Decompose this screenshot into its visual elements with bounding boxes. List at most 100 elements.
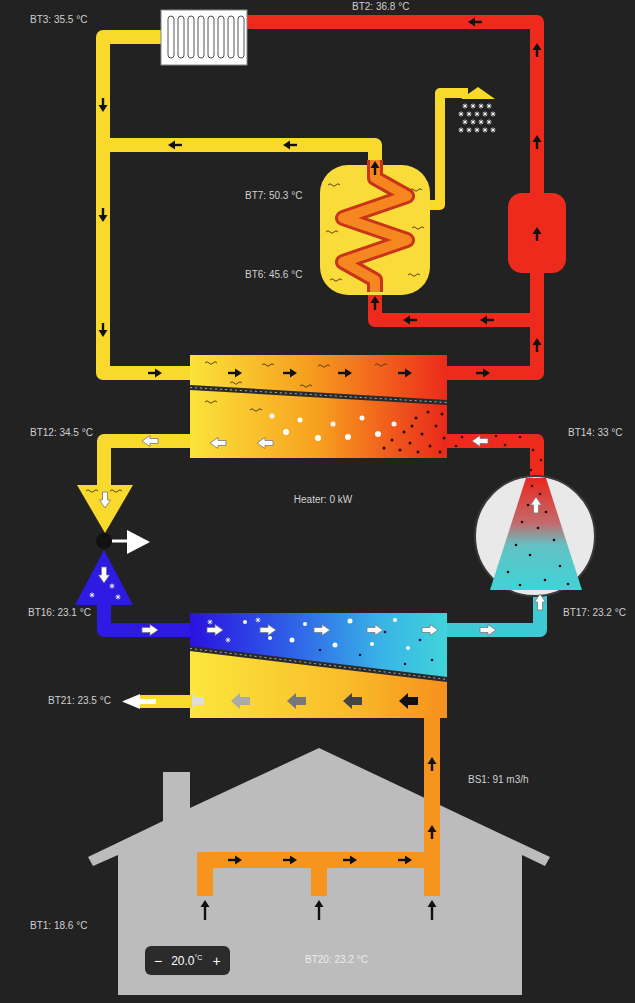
condenser: [398, 369, 412, 378]
hot-water-tank: [408, 274, 420, 277]
evaporator: [422, 625, 438, 636]
exhaust-air-outlet: [122, 694, 156, 709]
condenser: [338, 369, 352, 378]
expansion-valve: [110, 584, 115, 589]
shower-head: [471, 120, 476, 125]
condenser: [190, 388, 447, 403]
shower-head: [487, 120, 492, 125]
evaporator: [319, 649, 322, 652]
shower-head: [463, 120, 468, 125]
evaporator: [185, 613, 447, 718]
compressor: [544, 579, 547, 582]
condenser: [345, 434, 351, 440]
hot-water-tank: [343, 160, 407, 292]
evaporator: [319, 631, 434, 666]
evaporator: [207, 625, 223, 636]
shower-head: [475, 112, 480, 117]
compressor: [535, 594, 546, 610]
air-duct: [311, 852, 327, 896]
hot-water-tank: [412, 227, 424, 230]
compressor: [142, 436, 158, 447]
condenser: [415, 417, 418, 420]
condenser: [283, 429, 289, 435]
compressor: [521, 521, 524, 524]
evaporator: [243, 618, 410, 650]
compressor: [515, 544, 518, 547]
decrease-button: −: [154, 953, 162, 969]
evaporator: [268, 636, 272, 640]
condenser: [205, 362, 217, 365]
condenser: [257, 438, 273, 449]
air-arrows: [228, 856, 242, 865]
sensor-label: BT1: 18.6 °C: [30, 920, 87, 932]
condenser: [392, 422, 397, 427]
sensor-label: BS1: 91 m3/h: [468, 774, 529, 786]
radiator: [208, 16, 214, 58]
shower-head: [459, 128, 464, 133]
air-arrows: [428, 825, 437, 839]
air-arrows: [318, 906, 320, 920]
flow-arrows: [371, 161, 380, 175]
expansion-valve: [112, 540, 128, 543]
flow-arrows: [403, 316, 417, 325]
compressor: [519, 584, 522, 587]
sensor-label: BT2: 36.8 °C: [352, 1, 409, 13]
house-outline: [88, 716, 550, 995]
radiator: [178, 16, 184, 58]
condenser: [375, 364, 387, 367]
sensor-label: BT7: 50.3 °C: [245, 190, 302, 202]
shower-head: [479, 120, 484, 125]
evaporator: [384, 631, 387, 634]
expansion-valve: [100, 492, 111, 508]
air-arrows: [343, 856, 357, 865]
sensor-label: BT12: 34.5 °C: [30, 427, 93, 439]
buffer-tank: [508, 193, 566, 273]
compressor: [142, 625, 158, 636]
condenser: [399, 449, 402, 452]
air-arrows: [283, 856, 297, 865]
shower-head: [491, 112, 496, 117]
air-arrows: [204, 906, 206, 920]
shower-head: [471, 104, 476, 109]
condenser: [210, 438, 226, 449]
refrigerant-pipes: [104, 441, 190, 487]
pipe-dots: [455, 445, 458, 448]
shower-head: [459, 112, 464, 117]
flow-arrows: [371, 296, 380, 310]
evaporator: [231, 693, 250, 709]
condenser: [318, 365, 330, 368]
compressor: [527, 504, 530, 507]
radiator: [238, 16, 244, 58]
expansion-valve: [75, 550, 133, 605]
radiator: [228, 16, 234, 58]
flow-arrows: [283, 141, 297, 150]
evaporator: [314, 625, 330, 636]
evaporator: [208, 620, 213, 625]
pipe-dots: [455, 435, 543, 472]
radiator: [218, 16, 224, 58]
compressor: [475, 476, 595, 596]
air-arrows: [201, 757, 437, 920]
shower-head: [479, 104, 484, 109]
condenser: [435, 425, 438, 428]
expansion-valve: [110, 490, 122, 493]
flow-arrows: [148, 369, 162, 378]
evaporator: [190, 650, 447, 718]
evaporator: [431, 659, 434, 662]
condenser: [443, 437, 446, 440]
evaporator: [260, 625, 276, 636]
evaporator: [367, 625, 383, 636]
evaporator: [404, 663, 407, 666]
evaporator: [419, 639, 422, 642]
evaporator: [256, 618, 261, 623]
air-arrows: [201, 900, 210, 907]
condenser: [403, 431, 406, 434]
hot-water-tank: [343, 160, 407, 292]
condenser: [298, 418, 303, 423]
shower-head: [467, 128, 472, 133]
flow-arrows: [533, 338, 542, 352]
evaporator: [287, 693, 306, 709]
shower-head: [487, 104, 492, 109]
condenser: [375, 431, 381, 437]
